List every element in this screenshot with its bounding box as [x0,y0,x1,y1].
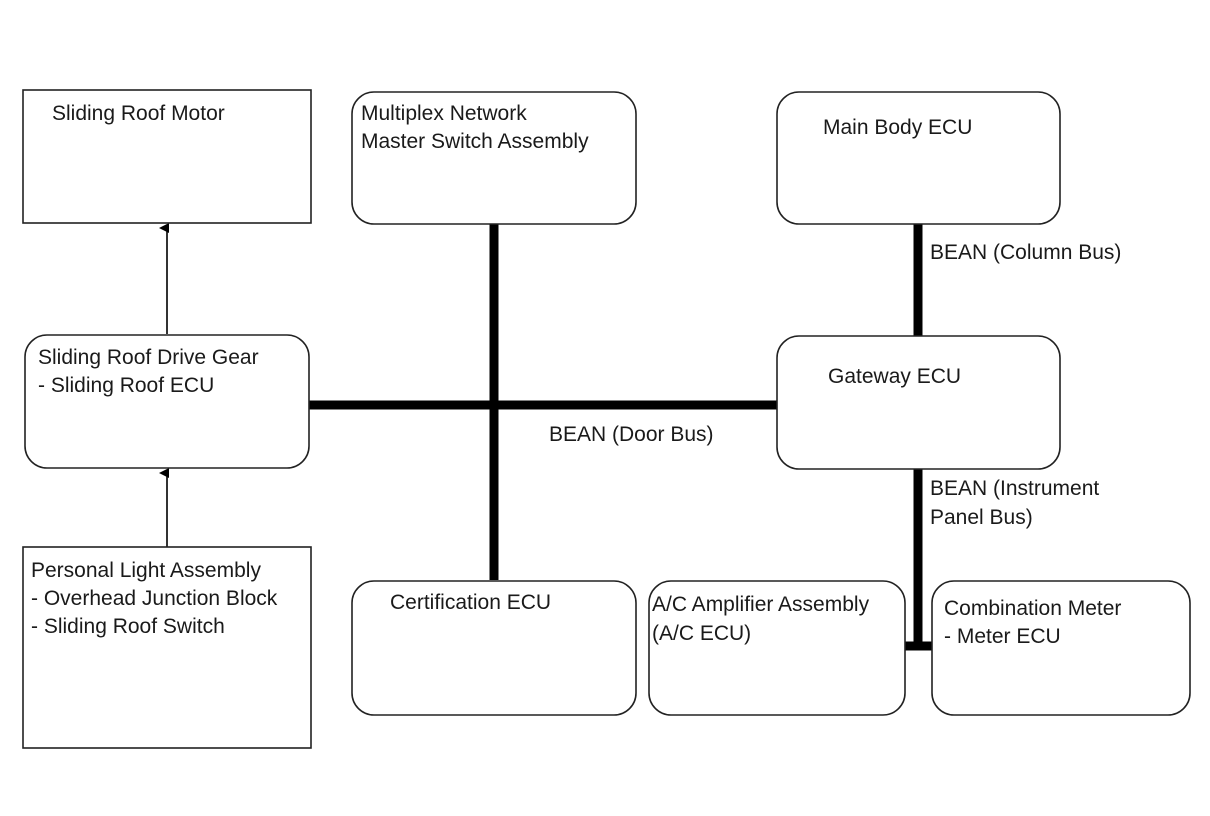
instrument-panel-bus-label-line: BEAN (Instrument [930,477,1099,500]
combination-meter-label-line: - Meter ECU [944,625,1061,648]
main-body-ecu-label: Main Body ECU [823,116,972,139]
multiplex-master-switch-box [351,91,637,225]
door-bus-label-line: BEAN (Door Bus) [549,423,714,446]
main-body-ecu-label-line: Main Body ECU [823,116,972,139]
certification-ecu-label: Certification ECU [390,591,551,614]
multiplex-master-switch-label: Multiplex Network Master Switch Assembly [361,102,589,153]
personal-light-assembly-label-line: - Sliding Roof Switch [31,615,225,638]
combination-meter-box [931,580,1191,716]
column-bus-label-line: BEAN (Column Bus) [930,241,1121,264]
multiplex-master-switch-label-line: Multiplex Network [361,102,527,125]
certification-ecu-label-line: Certification ECU [390,591,551,614]
personal-light-assembly-box [22,546,312,749]
sliding-roof-motor-label: Sliding Roof Motor [52,102,225,125]
instrument-panel-bus-label: BEAN (Instrument Panel Bus) [930,477,1105,529]
multiplex-master-switch-label-line: Master Switch Assembly [361,130,589,153]
instrument-panel-bus-label-line: Panel Bus) [930,506,1033,529]
bus-labels: BEAN (Door Bus) BEAN (Column Bus) BEAN (… [549,241,1121,529]
bus-wiring [308,224,932,651]
column-bus-label: BEAN (Column Bus) [930,241,1121,264]
gateway-ecu-box [776,335,1061,470]
certification-ecu-box [351,580,637,716]
sliding-roof-drive-gear-label: Sliding Roof Drive Gear - Sliding Roof E… [38,346,264,397]
gateway-ecu-label-line: Gateway ECU [828,365,961,388]
personal-light-assembly-label-line: Personal Light Assembly [31,559,261,582]
ac-amplifier-label: A/C Amplifier Assembly (A/C ECU) [652,593,875,645]
combination-meter-label: Combination Meter - Meter ECU [944,597,1127,648]
personal-light-assembly-label-line: - Overhead Junction Block [31,587,278,610]
combination-meter-label-line: Combination Meter [944,597,1121,620]
sliding-roof-motor-label-line: Sliding Roof Motor [52,102,225,125]
component-boxes [22,89,1191,749]
ac-amplifier-label-line: A/C Amplifier Assembly [652,593,870,616]
gateway-ecu-label: Gateway ECU [828,365,961,388]
sliding-roof-drive-gear-label-line: - Sliding Roof ECU [38,374,214,397]
main-body-ecu-box [776,91,1061,225]
node-labels: Sliding Roof Motor Multiplex Network Mas… [31,102,1127,648]
sliding-roof-motor-box [22,89,312,224]
door-bus-label: BEAN (Door Bus) [549,423,714,446]
ac-amplifier-label-line: (A/C ECU) [652,622,751,645]
sliding-roof-drive-gear-label-line: Sliding Roof Drive Gear [38,346,259,369]
ac-amplifier-box [648,580,906,716]
personal-light-assembly-label: Personal Light Assembly - Overhead Junct… [31,559,283,638]
sliding-roof-drive-gear-box [24,334,310,469]
